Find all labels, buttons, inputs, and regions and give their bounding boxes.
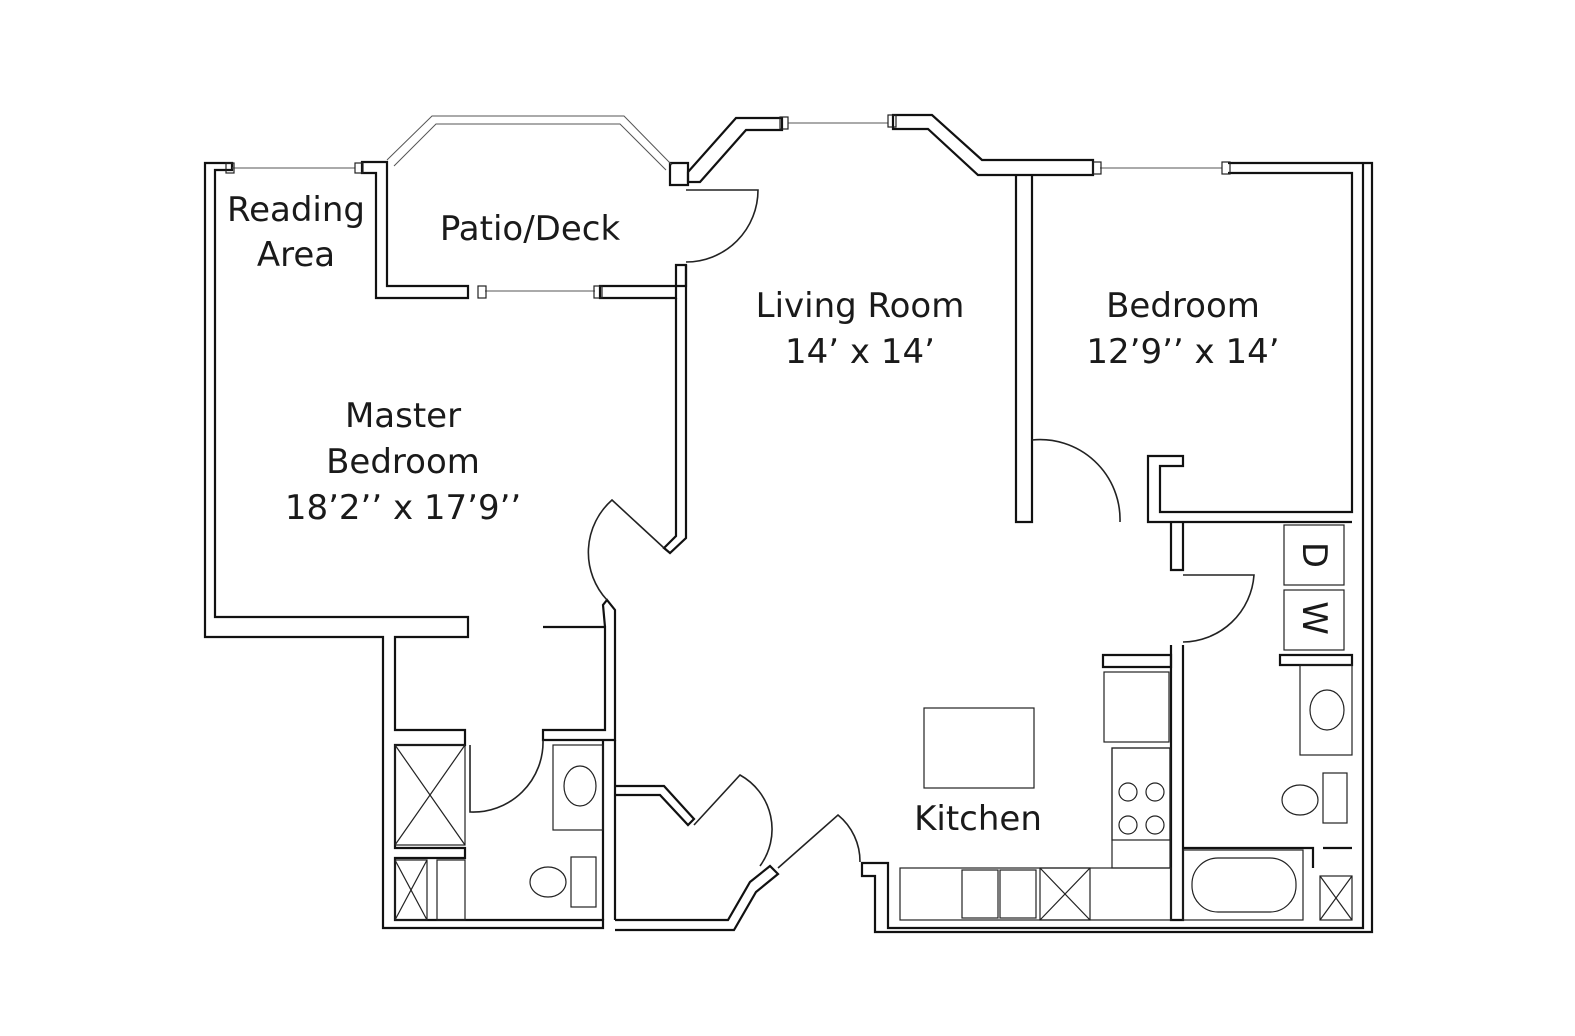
dryer-letter: D	[1294, 542, 1334, 568]
bath2-sink	[1309, 689, 1345, 731]
refrigerator	[1103, 671, 1170, 743]
bath2-toilet	[1281, 784, 1319, 816]
bedroom-label: Bedroom	[1106, 286, 1260, 326]
bath2-vanity	[1299, 664, 1353, 756]
kitchen-island	[923, 707, 1035, 789]
burner	[1118, 782, 1138, 802]
bath2-toilet-tank	[1322, 772, 1348, 824]
sink-basin	[999, 869, 1037, 919]
doors	[469, 189, 1255, 869]
bath2-linen	[1319, 875, 1353, 921]
master-bedroom-label: Master	[345, 396, 461, 436]
master-sink	[563, 765, 597, 807]
burner	[1145, 782, 1165, 802]
master-bedroom-label: Bedroom	[326, 442, 480, 482]
kitchen-label: Kitchen	[914, 799, 1042, 839]
reading-area-label: Reading	[227, 190, 365, 230]
washer-letter: W	[1294, 601, 1334, 635]
pantry	[1039, 867, 1091, 921]
living-room-size: 14’ x 14’	[785, 332, 935, 372]
living-room-label: Living Room	[756, 286, 965, 326]
master-toilet	[529, 866, 567, 898]
master-shower	[394, 744, 466, 846]
patio-label: Patio/Deck	[440, 209, 621, 249]
bedroom-size: 12’9’’ x 14’	[1086, 332, 1279, 372]
stove	[1111, 747, 1171, 841]
master-bedroom-size: 18’2’’ x 17’9’’	[285, 488, 521, 528]
windows	[225, 114, 1231, 299]
master-toilet-tank	[570, 856, 597, 908]
washer-dryer: D W	[1283, 524, 1345, 651]
burner	[1145, 815, 1165, 835]
sink-basin	[961, 869, 999, 919]
reading-area-label: Area	[257, 235, 335, 275]
burner	[1118, 815, 1138, 835]
kitchen-counter	[899, 867, 1172, 921]
bathtub	[1182, 849, 1304, 921]
master-vanity	[552, 744, 604, 831]
master-linen	[394, 859, 466, 921]
room-labels: Reading Area Patio/Deck Living Room 14’ …	[227, 190, 1280, 839]
fixtures: D W	[394, 524, 1353, 921]
